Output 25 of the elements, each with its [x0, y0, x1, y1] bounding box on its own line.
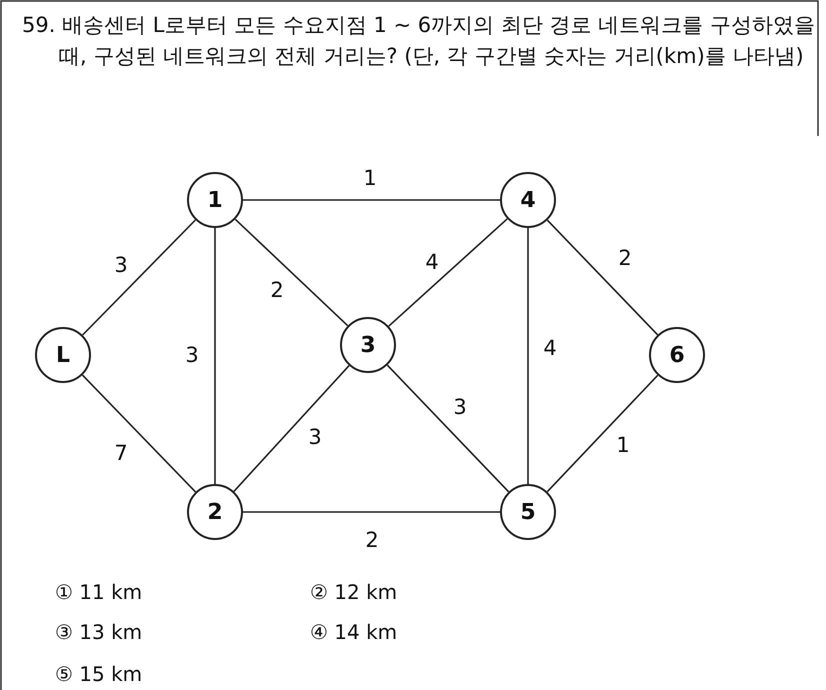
- node-circle: 3: [340, 317, 396, 373]
- node-circle: L: [35, 327, 91, 383]
- answer-choice: ① 11 km: [55, 580, 142, 604]
- answer-choice: ② 12 km: [310, 580, 398, 604]
- connector-line: [234, 218, 348, 326]
- node-circle: 5: [500, 484, 556, 540]
- answer-choice: ④ 14 km: [310, 620, 398, 644]
- connector-line: [243, 511, 500, 513]
- node-circle: 6: [649, 327, 705, 383]
- connector-line: [527, 228, 529, 484]
- connector-line: [82, 219, 196, 336]
- node-circle: 4: [500, 172, 556, 228]
- connector-line: [82, 374, 196, 492]
- connector-line: [386, 364, 510, 492]
- connector-line: [214, 228, 216, 484]
- connector-line: [233, 365, 350, 492]
- connector-line: [546, 220, 658, 336]
- connector-line: [546, 374, 658, 492]
- connector-line: [243, 199, 500, 201]
- node-circle: 2: [187, 484, 243, 540]
- node-circle: 1: [187, 172, 243, 228]
- connector-line: [388, 218, 508, 327]
- question-text: 59. 배송센터 L로부터 모든 수요지점 1 ~ 6까지의 최단 경로 네트워크를 구성하였을 때, 구성된 네트워크의 전체 거리는? (단, 각 구간별 숫자는 거리(km)를 나타냄): [22, 12, 816, 70]
- answer-choice: ⑤ 15 km: [55, 662, 142, 686]
- answer-choice: ③ 13 km: [55, 620, 142, 644]
